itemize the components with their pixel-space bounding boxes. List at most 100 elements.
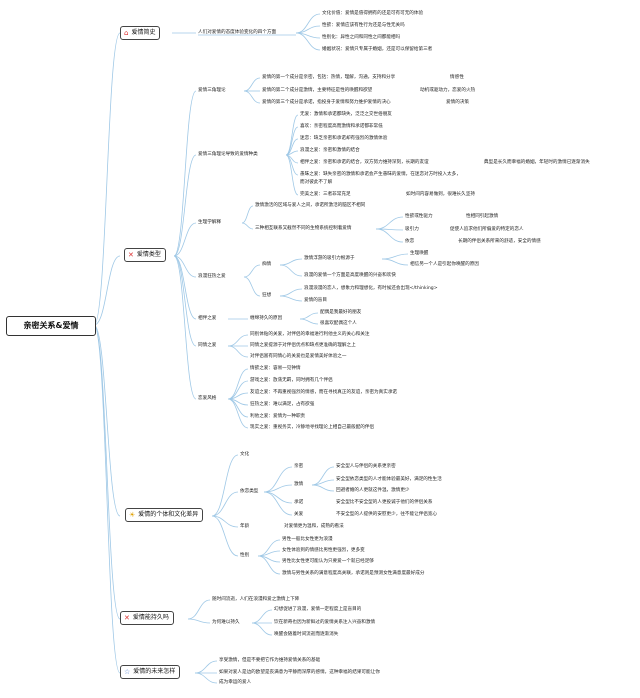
connector-line xyxy=(251,622,273,636)
passion-label: 痴情 xyxy=(262,262,272,267)
connector-line xyxy=(173,90,197,257)
last-item: 饮在新奇也因为新鲜过的爱情关系注入兴奋和激情 xyxy=(274,620,376,625)
types-item: 相伴之爱：亲密和承诺的结合，双方努力维持深刻，长期的友谊 xyxy=(300,160,429,165)
connector-line xyxy=(211,454,239,517)
style-item: 现实之爱：重视务实，冷静地寻找理论上相自己最般配的伴侣 xyxy=(250,425,375,430)
types-item: 而对彼此不了解 xyxy=(300,180,333,185)
connector-line xyxy=(381,253,409,260)
connector-line xyxy=(211,515,239,557)
types-item: 愚昧之爱：缺失亲密的激情和承诺会产生愚昧的爱情，在迷恋对方时投入太多， xyxy=(300,172,461,177)
connector-line xyxy=(285,154,299,176)
lasting-label: 相伴之爱 xyxy=(198,316,217,321)
connector-line xyxy=(375,228,404,243)
connector-line xyxy=(285,114,299,156)
connector-line xyxy=(375,216,404,230)
connector-line xyxy=(93,32,121,326)
connector-line xyxy=(211,491,239,517)
connector-line xyxy=(243,77,261,92)
connector-line xyxy=(295,32,321,51)
triangle-item: 爱情的第三个成分是承诺，指投身于爱情和努力维护爱情的决心 xyxy=(262,100,391,105)
connector-line xyxy=(381,258,409,266)
topic-love-types[interactable]: ✕ 爱情类型 xyxy=(124,248,166,262)
passion-sub: 相信另一个人是引起你唤醒的原因 xyxy=(410,262,479,267)
connector-line xyxy=(93,324,121,517)
topic-love-history[interactable]: ⌂ 爱情简史 xyxy=(120,26,161,40)
b1-item: 文化价值：爱情是值得拥有的还是可有可无的体验 xyxy=(322,11,424,16)
connector-line xyxy=(194,660,218,674)
tool-icon: ✕ xyxy=(128,251,134,259)
connector-line xyxy=(243,90,261,104)
connector-line xyxy=(187,599,211,620)
romantic-label: 浪漫狂热之爱 xyxy=(198,274,226,279)
passion-sub: 生理唤醒 xyxy=(410,251,429,256)
types-item: 完美之爱：三者非常充足 xyxy=(300,192,351,197)
connector-line xyxy=(263,491,293,516)
connector-line xyxy=(194,672,218,684)
style-item: 利他之爱：爱情为一种职责 xyxy=(250,414,306,419)
topic-love-last[interactable]: ✕ 爱情能持久吗 xyxy=(120,611,174,625)
bio-subtag: 促使人追求他们所偏爱的特定的恋人 xyxy=(450,227,524,232)
tool-icon: ✕ xyxy=(124,614,130,622)
connector-line xyxy=(279,288,303,297)
topic-individual-culture[interactable]: ☀ 爱情的个体和文化差异 xyxy=(125,508,204,522)
connector-line xyxy=(299,312,319,320)
root-topic: 亲密关系&爱情 xyxy=(6,316,96,336)
topic-label: 爱情能持久吗 xyxy=(132,614,169,621)
topic-love-future[interactable]: ☆ 爱情的未来怎样 xyxy=(120,665,181,679)
gender-item: 男性比女性更可能认为只要爱一个就已经足够 xyxy=(282,559,374,564)
bio-item: 三种相互联系又截然不同的生物系统控制着爱情 xyxy=(255,226,352,231)
connector-line xyxy=(279,295,303,302)
connector-line xyxy=(173,255,197,278)
future-item: 如果对爱人是边的欧望是丧满意为平静而深厚的感情，这种幸福的结果可能让你 xyxy=(219,670,380,675)
gender-label: 性别 xyxy=(240,553,250,558)
future-item: 成为幸运的爱人 xyxy=(219,680,252,685)
culture-label: 文化 xyxy=(240,452,250,457)
connector-line xyxy=(227,368,249,400)
types-item: 迷恋：缺乏亲密和承诺却有强烈的激情体验 xyxy=(300,136,388,141)
gender-item: 男性一般比女性更为浪漫 xyxy=(282,537,333,542)
connector-line xyxy=(93,324,121,674)
connector-line xyxy=(227,398,249,429)
compassion-label: 同情之爱 xyxy=(198,343,217,348)
triangle-item: 爱情的第二个成分是激情，主要特征是性的唤醒和欲望 xyxy=(262,88,373,93)
future-item: 享受激情，但是不要把它作为维持爱情关系的基础 xyxy=(219,658,321,663)
types-tag: 如时间内容易做到，很难长久坚持 xyxy=(406,192,475,197)
types-label: 爱情三角理论导致的爱情种类 xyxy=(198,152,258,157)
last-item: 幻想促进了浪漫，爱情一定程度上是盲目的 xyxy=(274,607,362,612)
connector-line xyxy=(241,205,254,224)
bio-sub: 依恋 xyxy=(405,239,415,244)
attach-item: 回避者婚的人更就这件温，激情更少 xyxy=(336,488,410,493)
connector-line xyxy=(227,345,249,358)
types-item: 浪漫之爱：亲密和激情的结合 xyxy=(300,148,360,153)
attach-item: 安全型比不安全型的人更投诚于他们的伴侣关系 xyxy=(336,500,433,505)
connector-line xyxy=(251,609,273,624)
fantasy-item: 浪漫浪漫的恋人，想象力和理想化，有时候还会出现</thinking> xyxy=(304,286,438,291)
connector-line xyxy=(93,255,121,326)
connector-line xyxy=(93,324,121,620)
style-item: 友谊之爱：不再重视强烈的情感，而在寻找真正的友谊，亲密为真实承诺 xyxy=(250,390,398,395)
bio-sub: 性欲或性驱力 xyxy=(405,214,433,219)
types-item: 喜欢：亲密程度高而激情和承诺都非常低 xyxy=(300,124,383,129)
types-item: 无爱：激情和承诺都缺失，泛泛之交世俗朋友 xyxy=(300,112,392,117)
connector-line xyxy=(285,154,299,196)
bio-subtag: 性相同引起激情 xyxy=(466,214,499,219)
attach-type: 亲密 xyxy=(294,464,304,469)
b1-item: 性欲：爱情应该有性行为还是与性无关吗 xyxy=(322,23,405,28)
attach-type: 关爱 xyxy=(294,512,304,517)
connector-line xyxy=(187,618,211,624)
compassion-item: 对伴侣富有同情心的关爱也是爱情美好体验之一 xyxy=(250,354,347,359)
connector-line xyxy=(279,264,303,277)
triangle-tag: 情感性 xyxy=(450,75,464,80)
attach-type: 激情 xyxy=(294,482,304,487)
age-text: 对爱情更为温和，成熟的看法 xyxy=(284,524,344,529)
connector-line xyxy=(173,154,197,257)
connector-line xyxy=(173,255,197,320)
connector-line xyxy=(311,484,335,492)
star-icon: ☆ xyxy=(124,668,131,676)
attach-item: 安全型人与伴侣的关系更亲密 xyxy=(336,464,396,469)
gender-item: 激情与男性关系的满意程度高关联，承诺则是预测女性满意度最好成分 xyxy=(282,571,425,576)
lasting-item: 很喜欢配偶这个人 xyxy=(320,321,357,326)
connector-line xyxy=(241,222,254,230)
lasting-item: 配偶是我最好的朋友 xyxy=(320,310,362,315)
attach-label: 依恋类型 xyxy=(240,489,259,494)
